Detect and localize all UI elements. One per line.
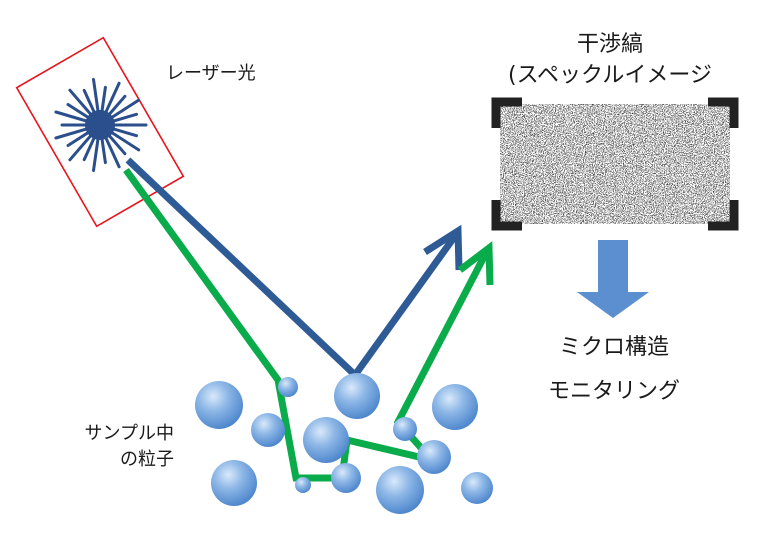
corner-brackets	[491, 97, 739, 231]
output-label-line1: ミクロ構造	[559, 335, 669, 360]
particle	[295, 477, 311, 493]
particle	[393, 417, 417, 441]
speckle-noise	[500, 104, 730, 224]
laser-frame	[15, 36, 185, 228]
corner-top-left	[491, 97, 522, 128]
laser-source	[15, 36, 185, 228]
particles	[195, 373, 493, 514]
speckle-subtitle: (スペックルイメージ	[508, 63, 712, 88]
down-arrow-icon	[577, 240, 649, 318]
particle	[195, 381, 243, 429]
blue-beam-arrowhead	[423, 224, 463, 271]
blue-beam	[125, 157, 458, 381]
output-label-line2: モニタリング	[548, 379, 680, 404]
green-beam-arrowhead	[457, 241, 494, 286]
laser-label: レーザー光	[166, 63, 256, 84]
corner-bottom-left	[491, 200, 522, 231]
particle	[211, 460, 257, 506]
particle	[376, 466, 424, 514]
speckle-image	[491, 97, 739, 231]
starburst-core	[85, 110, 115, 140]
starburst-icon	[54, 78, 148, 172]
particles-label-line1: サンプル中	[85, 423, 174, 444]
corner-bottom-right	[708, 200, 739, 231]
particle	[432, 384, 478, 430]
particle	[461, 472, 493, 504]
particles-label-line2: の粒子	[120, 449, 174, 470]
particle	[334, 373, 380, 419]
particle	[278, 377, 298, 397]
corner-top-right	[708, 97, 739, 128]
particle	[331, 463, 361, 493]
particle	[251, 413, 285, 447]
speckle-title: 干渉縞	[577, 32, 643, 57]
particle	[417, 440, 451, 474]
particle	[303, 417, 349, 463]
